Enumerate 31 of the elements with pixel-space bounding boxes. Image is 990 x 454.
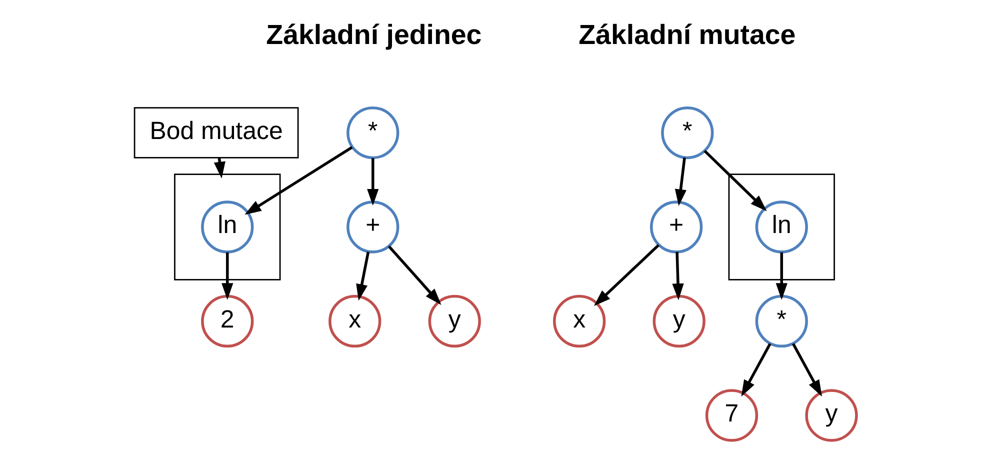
node-circle: y <box>652 294 705 348</box>
node-circle: ln <box>200 200 254 254</box>
node-circle: y <box>428 294 480 348</box>
arrow <box>775 252 787 300</box>
node-circle: 7 <box>704 389 758 442</box>
arrow <box>740 343 771 397</box>
node-circle: * <box>660 106 714 160</box>
node-circle: ln <box>754 200 808 254</box>
arrow <box>593 244 659 306</box>
node-circle: * <box>346 106 399 160</box>
arrow <box>388 246 441 305</box>
node-circle: x <box>328 294 381 348</box>
arrow <box>356 252 370 301</box>
arrow <box>703 150 766 212</box>
cluster <box>174 174 280 280</box>
label: Základní mutace <box>578 19 796 50</box>
arrow <box>366 158 378 206</box>
node-circle: + <box>650 200 702 254</box>
arrow <box>672 252 684 300</box>
arrow <box>244 146 352 215</box>
label: Základní jedinec <box>266 19 482 50</box>
node-circle: x <box>552 294 606 348</box>
node-circle: 2 <box>200 294 254 348</box>
arrow <box>674 158 686 206</box>
node-circle: y <box>804 389 858 442</box>
node-box: Bod mutace <box>133 107 298 158</box>
cluster <box>728 174 834 280</box>
arrow <box>221 252 233 300</box>
node-circle: * <box>754 294 808 348</box>
arrow <box>791 343 822 397</box>
node-circle: + <box>346 200 399 254</box>
